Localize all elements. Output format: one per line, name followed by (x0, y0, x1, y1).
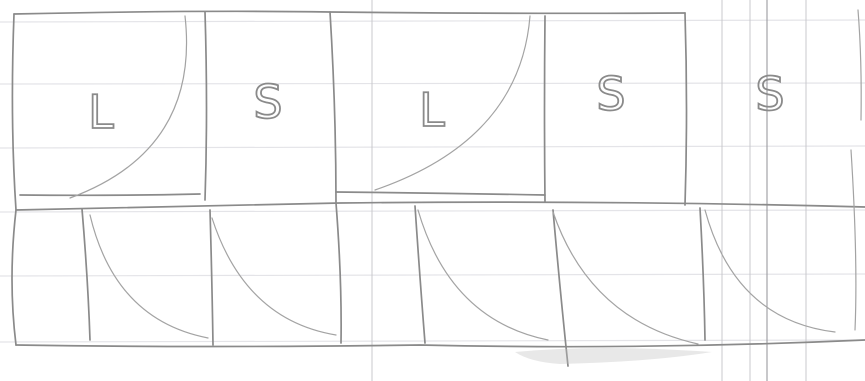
grid-column-line (553, 210, 568, 366)
grid-inner-edge (20, 194, 200, 195)
cell-label-5: S (755, 67, 784, 121)
ruled-line (0, 340, 865, 342)
arc-curve (90, 215, 208, 338)
grid-column-line (205, 12, 207, 200)
swing-arcs (70, 16, 835, 344)
grid-column-line (210, 210, 213, 345)
pencil-smudge (515, 348, 712, 364)
grid-column-line (330, 12, 341, 343)
ruled-line (0, 20, 865, 22)
grid-column-line (851, 150, 856, 330)
sketch-grid (12, 10, 865, 366)
grid-column-line (12, 14, 16, 345)
grid-inner-edge (336, 192, 545, 195)
arc-curve (705, 210, 835, 332)
grid-column-line (82, 209, 90, 340)
ruled-line (0, 210, 865, 212)
grid-middle-edge (16, 202, 865, 210)
grid-top-edge (14, 11, 685, 14)
cell-labels: L S L S S (88, 67, 784, 139)
cell-label-2: S (253, 75, 282, 129)
cell-label-3: L (419, 83, 445, 137)
cell-label-1: L (88, 85, 114, 139)
grid-column-line (858, 10, 861, 120)
grid-column-line (685, 13, 687, 205)
cell-label-4: S (596, 67, 625, 121)
ruled-line (0, 146, 865, 148)
arc-curve (375, 16, 530, 190)
arc-curve (553, 212, 698, 344)
arc-curve (212, 218, 336, 335)
grid-column-line (545, 16, 546, 202)
